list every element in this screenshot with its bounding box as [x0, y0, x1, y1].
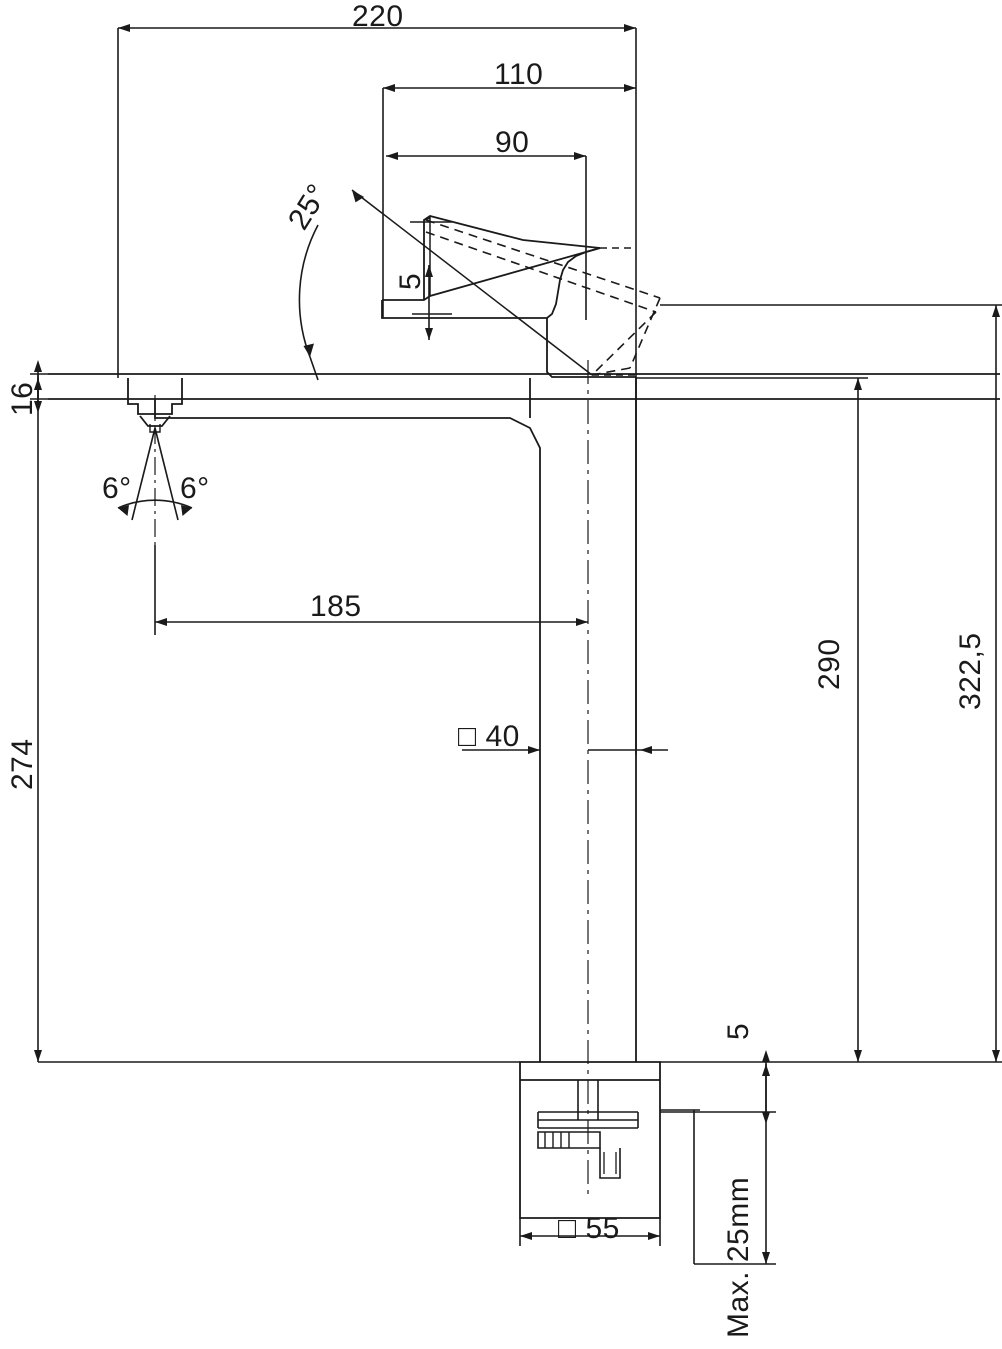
spread-arc: [117, 499, 193, 509]
arrow-220-left: [118, 24, 130, 32]
dim-label-274: 274: [6, 738, 39, 790]
arrow-55-left: [520, 1232, 532, 1240]
dim-label-40: □ 40: [458, 720, 520, 753]
arrow-290-bottom: [854, 1050, 862, 1062]
arrow-max25-bottom: [762, 1252, 770, 1264]
arrow-40-left: [528, 746, 540, 754]
spout-body-right: [546, 318, 636, 378]
dim-label-max-25mm: Max. 25mm: [722, 1176, 755, 1338]
dim-label-90: 90: [495, 126, 530, 159]
arrow-5-washer-top: [762, 1050, 770, 1062]
dim-label-185: 185: [310, 590, 362, 623]
dim-label-322-5: 322,5: [954, 632, 987, 710]
dimension-lines-group: [30, 24, 1002, 1265]
angle-arc-25: [298, 224, 319, 358]
washer-stack: [538, 1111, 638, 1129]
spout-lower-outline: [381, 247, 601, 319]
nut-inner-lines: [603, 1152, 617, 1174]
washer-ends: [537, 1112, 639, 1128]
lever-top-edge: [423, 215, 601, 249]
arrow-25-arc-end: [303, 343, 314, 357]
arrow-274-top: [34, 378, 42, 390]
thread-hatching: [544, 1132, 570, 1148]
dim-label-5-washer: 5: [722, 1022, 755, 1040]
arrow-90-right: [574, 152, 586, 160]
spout-upper-outline: [382, 247, 601, 301]
arrow-3225-bottom: [992, 1050, 1000, 1062]
arrow-290-top: [854, 378, 862, 390]
dim-label-55: □ 55: [558, 1212, 620, 1245]
arrow-90-left: [386, 152, 398, 160]
arrow-5-lever-top: [425, 265, 433, 277]
angle-leader-25: [309, 356, 319, 381]
arrow-110-right: [624, 84, 636, 92]
arrow-274-bottom: [34, 1050, 42, 1062]
dim-label-6-deg-left: 6°: [102, 472, 132, 505]
arrow-3225-top: [992, 305, 1000, 317]
arrow-185-left: [155, 618, 167, 626]
spread-line-left: [131, 427, 156, 521]
dim-label-110: 110: [494, 58, 544, 91]
arrow-55-right: [648, 1232, 660, 1240]
arrow-max25-top: [762, 1064, 770, 1076]
arrow-6-right: [181, 505, 192, 516]
base-block-outline: [519, 1061, 661, 1219]
spout-arm-outer: [154, 399, 541, 1062]
dim-label-290: 290: [813, 638, 846, 690]
dim-label-6-deg-right: 6°: [180, 472, 210, 505]
arrow-185-right: [576, 618, 588, 626]
stud-outline: [577, 1080, 599, 1120]
nut-bottom: [599, 1148, 621, 1179]
dim-label-16: 16: [6, 381, 39, 416]
arrow-25-up: [352, 190, 365, 203]
spread-line-right: [154, 427, 179, 521]
angle-ref-line-25: [351, 189, 593, 376]
spout-hidden-lines: [592, 247, 636, 376]
lever-raised-dashed: [425, 219, 661, 376]
arrow-110-left: [383, 84, 395, 92]
arrow-6-left: [118, 505, 129, 516]
dim-label-5-lever: 5: [394, 272, 427, 290]
arrow-16-top: [34, 360, 42, 372]
arrow-5-lever-bottom: [425, 328, 433, 340]
arrow-40-right: [640, 746, 652, 754]
arrow-220-right: [624, 24, 636, 32]
dim-label-220: 220: [352, 0, 404, 33]
